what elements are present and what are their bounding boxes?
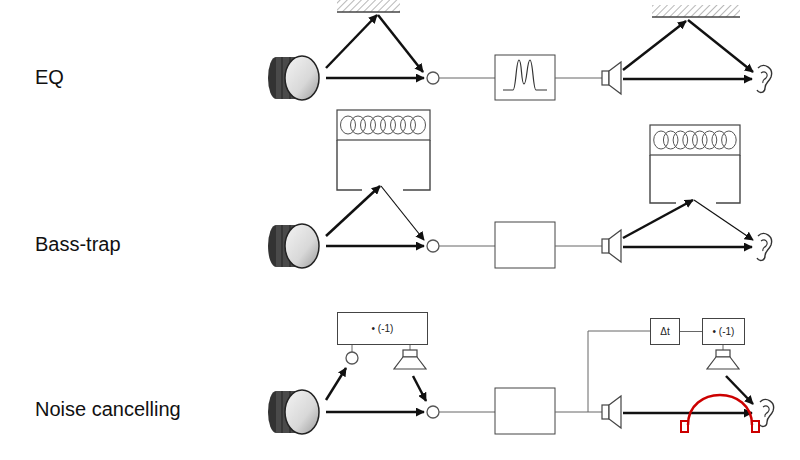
operator-box: • (-1) <box>337 312 428 345</box>
operator-text: Δt <box>660 326 669 337</box>
operator-text: • (-1) <box>713 326 735 337</box>
signal-wire <box>680 331 702 332</box>
operator-box: Δt <box>650 318 680 345</box>
row-label: Bass-trap <box>35 233 121 256</box>
row-label: Noise cancelling <box>35 398 181 421</box>
operator-box: • (-1) <box>702 318 745 345</box>
operator-text: • (-1) <box>372 323 394 334</box>
row-label: EQ <box>35 66 64 89</box>
